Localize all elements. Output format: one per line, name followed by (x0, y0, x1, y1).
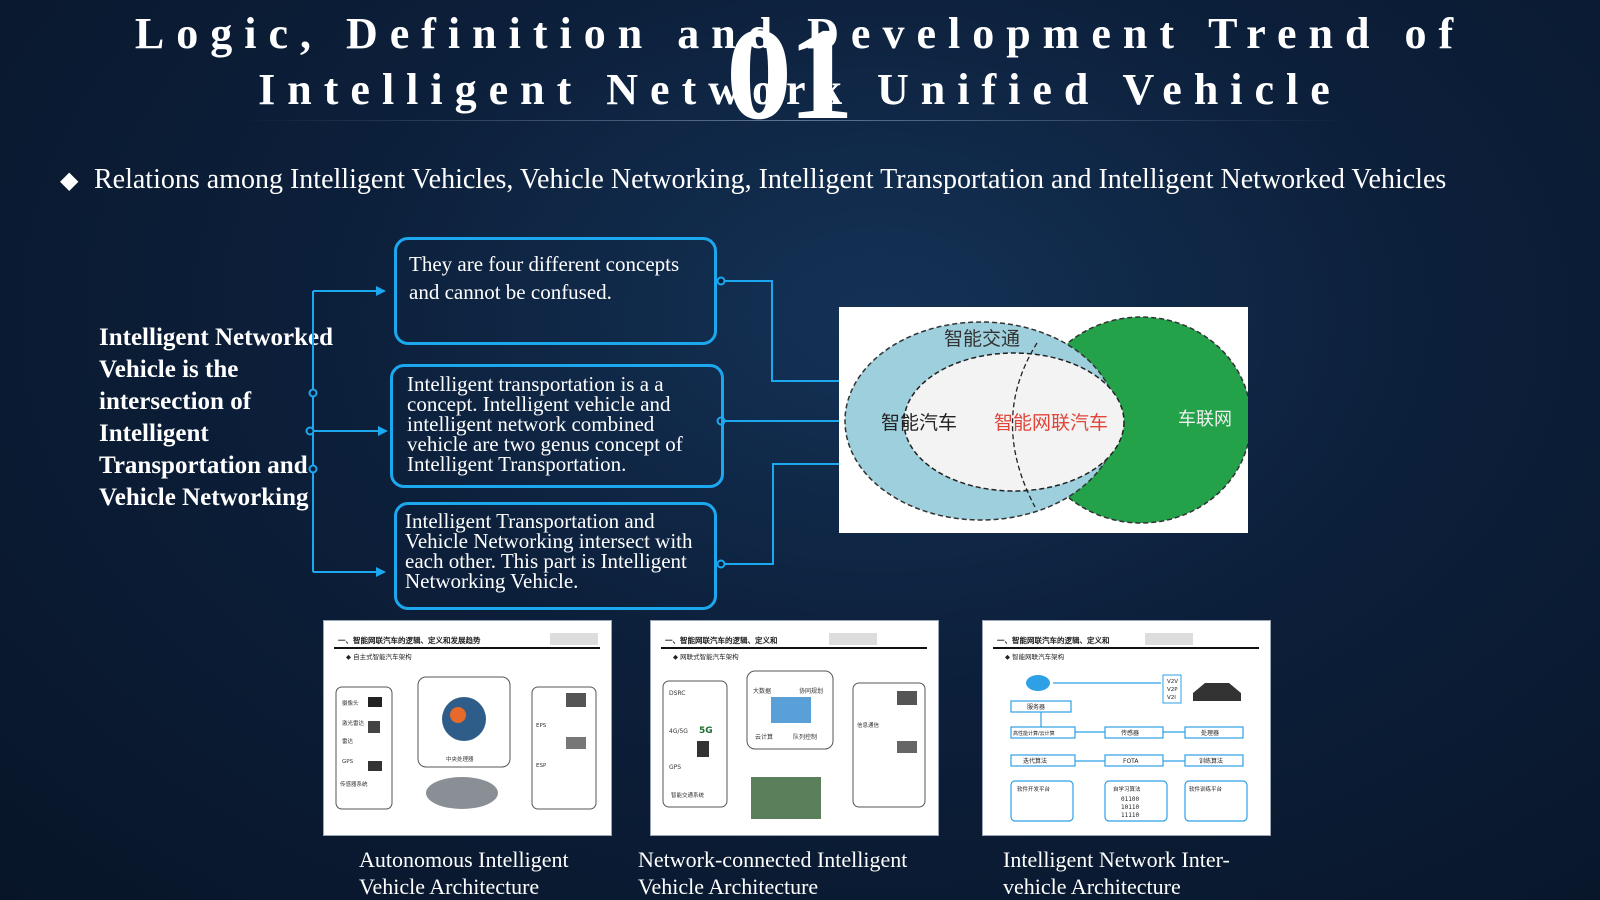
thumb3-label-7: 处理器 (1201, 729, 1219, 737)
thumb2-label-1: DSRC (669, 690, 686, 697)
venn-diagram: 智能交通 智能汽车 智能网联汽车 车联网 (839, 307, 1252, 533)
thumb2-header: 一、智能网联汽车的逻辑、定义和 (665, 635, 778, 645)
node-dot-6 (716, 559, 726, 569)
title-line-2: Intelligent Network Unified Vehicle (258, 65, 1342, 114)
thumb1-sub: ◆ 自主式智能汽车架构 (346, 652, 412, 661)
thumb1-label-3: 雷达 (342, 737, 354, 745)
thumb1-label-4: GPS (342, 759, 354, 765)
thumb3-label-8: 迭代算法 (1023, 757, 1047, 765)
diamond-bullet-icon: ◆ (60, 168, 79, 194)
thumb3-label-14: 01100 (1121, 796, 1139, 803)
thumb3-label-9: FOTA (1123, 758, 1139, 765)
node-dot-4 (716, 276, 726, 286)
caption-autonomous: Autonomous Intelligent Vehicle Architect… (359, 846, 599, 900)
thumb2-label-5: 大数据 (753, 687, 771, 695)
link-line-1 (722, 280, 856, 382)
thumb2-label-4: GPS (669, 764, 681, 771)
thumb2-sub: ◆ 网联式智能汽车架构 (673, 652, 739, 661)
thumb2-label-8: 队列控制 (793, 733, 817, 741)
thumb2-label-2: 4G/5G (669, 728, 688, 735)
architecture-thumbnail-autonomous: 一、智能网联汽车的逻辑、定义和发展趋势 ◆ 自主式智能汽车架构 摄像头 激光雷达… (323, 620, 612, 836)
concept-box-1: They are four different concepts and can… (394, 237, 717, 345)
thumb3-label-3: V2I (1167, 695, 1176, 701)
thumb3-label-6: 传感器 (1121, 729, 1139, 737)
architecture-thumbnail-network-connected: 一、智能网联汽车的逻辑、定义和 ◆ 网联式智能汽车架构 DSRC 4G/5G 5… (650, 620, 939, 836)
thumb3-sub: ◆ 智能网联汽车架构 (1005, 652, 1065, 661)
thumb3-label-4: 服务器 (1027, 703, 1045, 711)
slide-title: Logic, Definition and Development Trend … (0, 6, 1600, 118)
venn-left-label: 智能汽车 (881, 412, 957, 434)
thumb1-label-7: ESP (536, 763, 547, 769)
thumb1-label-6: EPS (536, 723, 547, 729)
link-line-3 (722, 463, 856, 565)
caption-autonomous-text: Autonomous Intelligent Vehicle Architect… (359, 847, 569, 899)
venn-right-label: 车联网 (1178, 409, 1232, 430)
intersection-statement: Intelligent Networked Vehicle is the int… (99, 324, 333, 511)
intersection-arc (1011, 342, 1038, 508)
thumb2-label-6: 协同规划 (799, 687, 823, 695)
concept-box-2: Intelligent transportation is a a concep… (390, 364, 724, 488)
thumb3-label-13: 软件训练平台 (1189, 785, 1223, 793)
venn-center-label: 智能网联汽车 (994, 412, 1108, 434)
arrowhead-2 (378, 426, 388, 436)
architecture-thumbnail-inter-vehicle: 一、智能网联汽车的逻辑、定义和 ◆ 智能网联汽车架构 V2V V2P V2I (982, 620, 1271, 836)
thumb1-label-1: 摄像头 (342, 699, 359, 707)
thumb1-label-2: 激光雷达 (342, 719, 365, 727)
thumb2-label-9: 信息通信 (857, 721, 880, 729)
thumb3-header: 一、智能网联汽车的逻辑、定义和 (997, 635, 1110, 645)
caption-inter-vehicle-text: Intelligent Network Inter-vehicle Archit… (1003, 847, 1230, 899)
thumb3-label-15: 10110 (1121, 804, 1139, 811)
section-number: 01 (726, 0, 854, 147)
caption-network-connected: Network-connected Intelligent Vehicle Ar… (638, 846, 948, 900)
thumb3-label-11: 软件开发平台 (1017, 785, 1051, 793)
thumb3-label-16: 11110 (1121, 812, 1139, 819)
concept-box-3: Intelligent Transportation and Vehicle N… (394, 502, 717, 610)
arrowhead-1 (376, 286, 386, 296)
title-divider (235, 120, 1355, 121)
thumb2-label-3: 5G (699, 726, 713, 736)
thumb2-label-7: 云计算 (755, 733, 773, 741)
thumb3-label-2: V2P (1167, 687, 1178, 693)
title-line-1: Logic, Definition and Development Trend … (134, 9, 1466, 58)
thumb1-label-8: 传感器系统 (340, 780, 368, 788)
caption-inter-vehicle: Intelligent Network Inter-vehicle Archit… (1003, 846, 1258, 900)
inner-ellipse (903, 352, 1125, 492)
thumb1-header: 一、智能网联汽车的逻辑、定义和发展趋势 (338, 635, 481, 645)
thumb3-label-5: 高性能计算/云计算 (1013, 730, 1055, 737)
thumb3-label-10: 训练算法 (1199, 757, 1223, 765)
subtitle-text: Relations among Intelligent Vehicles, Ve… (94, 164, 1447, 195)
venn-outer-label: 智能交通 (944, 328, 1020, 350)
thumb2-label-10: 智能交通系统 (671, 791, 705, 799)
thumb3-label-12: 自学习算法 (1113, 785, 1141, 793)
subtitle: ◆ Relations among Intelligent Vehicles, V… (60, 164, 1446, 196)
thumb1-label-5: 中央处理器 (446, 755, 474, 763)
thumb3-label-1: V2V (1167, 679, 1178, 685)
arrowhead-3 (376, 567, 386, 577)
caption-network-connected-text: Network-connected Intelligent Vehicle Ar… (638, 847, 908, 899)
